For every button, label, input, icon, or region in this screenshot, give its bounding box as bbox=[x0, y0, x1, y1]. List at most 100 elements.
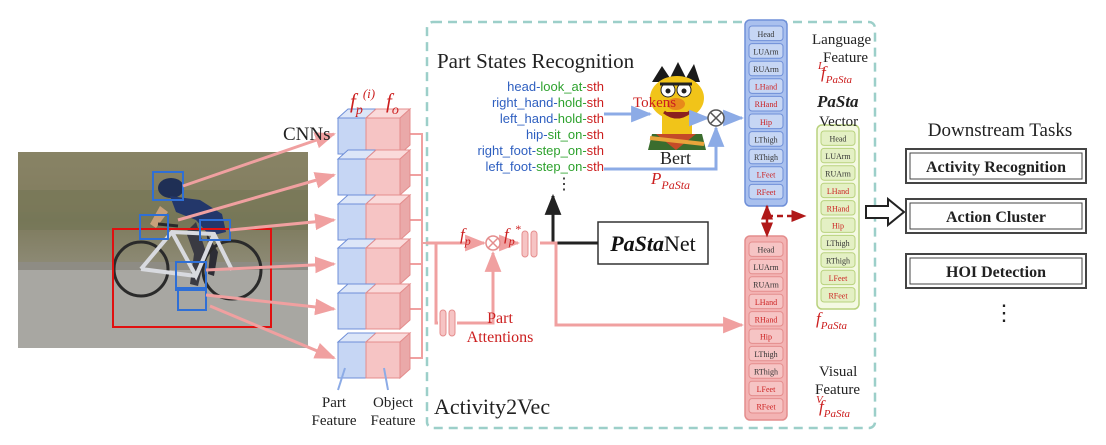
language-feature-cell-hip bbox=[748, 113, 784, 130]
photo-arrow-4 bbox=[205, 256, 337, 274]
part-attentions-label-2: Attentions bbox=[467, 329, 534, 346]
part-state-1: head-look_at-sth bbox=[507, 79, 604, 94]
pasta-vector-label-2: Vector bbox=[819, 114, 858, 130]
pasta-vector-cell-lfeet bbox=[820, 269, 856, 286]
visual-feature-label-lhand: LHand bbox=[755, 298, 777, 307]
visual-feature-label-lfeet: LFeet bbox=[757, 385, 776, 394]
stack-bus-line-3 bbox=[410, 219, 426, 244]
visual-feature-label-hip: Hip bbox=[760, 333, 772, 342]
pasta-vector-label-1: PaSta bbox=[816, 92, 859, 111]
language-feature-cell-head bbox=[748, 25, 784, 42]
visual-feature-label-luarm: LUArm bbox=[753, 263, 779, 272]
language-feature-cell-rfeet bbox=[748, 183, 784, 200]
part-state-5: right_foot-step_on-sth bbox=[478, 143, 604, 158]
ppasta-symbol: PPaSta bbox=[650, 169, 690, 192]
visual-feature-label-lthigh: LThigh bbox=[754, 350, 777, 359]
object-feature-pointer bbox=[383, 367, 389, 391]
photo-to-cnn-arrows bbox=[177, 132, 426, 360]
pasta-vector-label-lhand: LHand bbox=[827, 187, 849, 196]
combine-operator bbox=[707, 109, 725, 127]
visual-feature-cell-rthigh bbox=[748, 363, 784, 379]
visual-feature-label-ruarm: RUArm bbox=[753, 281, 780, 290]
language-feature-column: HeadLUArmRUArmLHandRHandHipLThighRThighL… bbox=[744, 19, 788, 207]
feature-labels: Part Feature Object Feature bbox=[312, 367, 416, 429]
visual-feature-cell-hip bbox=[748, 328, 784, 344]
pasta-vector-cell-lhand bbox=[820, 182, 856, 199]
pasta-vector-symbol: fPaSta bbox=[816, 309, 848, 332]
cnn-stack-1 bbox=[336, 107, 412, 156]
visual-feature-cell-ruarm bbox=[748, 276, 784, 292]
pasta-vector-label-lthigh: LThigh bbox=[826, 239, 849, 248]
stack-bus-line-5 bbox=[410, 242, 426, 310]
downstream-more: ⋮ bbox=[993, 300, 1015, 325]
cnn-stack-4 bbox=[336, 237, 412, 286]
pasta-vector-label-ruarm: RUArm bbox=[825, 170, 852, 179]
part-attentions-label-1: Part bbox=[487, 310, 513, 327]
visual-feature-cell-lhand bbox=[748, 293, 784, 310]
language-feature-label-lhand: LHand bbox=[755, 83, 777, 92]
part-states-title: Part States Recognition bbox=[437, 49, 635, 73]
part-box-thigh bbox=[175, 261, 207, 291]
language-feature-cell-rthigh bbox=[748, 148, 784, 165]
pasta-vector-cell-head bbox=[820, 130, 856, 146]
language-feature-label-rfeet: RFeet bbox=[756, 188, 776, 197]
cnn-stack-3 bbox=[336, 193, 412, 242]
pasta-vector-label-rfeet: RFeet bbox=[828, 291, 848, 300]
fp-fo-labels: fp(i) fo bbox=[350, 86, 399, 118]
stack-bus-line-4 bbox=[410, 242, 426, 265]
part-state-list: head-look_at-sthright_hand-hold-sthleft_… bbox=[478, 79, 604, 174]
photo-arrow-5 bbox=[205, 293, 337, 316]
part-feature-pointer bbox=[337, 367, 346, 391]
visual-feature-label-rfeet: RFeet bbox=[756, 402, 776, 411]
part-state-4: hip-sit_on-sth bbox=[526, 127, 604, 142]
language-feature-cell-luarm bbox=[748, 43, 784, 59]
pasta-vector-cell-luarm bbox=[820, 147, 856, 164]
stack-bus-line-6 bbox=[410, 242, 426, 359]
language-feature-label-lfeet: LFeet bbox=[757, 171, 776, 180]
bert-figure bbox=[648, 62, 706, 150]
visual-feature-label-head: Head bbox=[758, 246, 775, 255]
task-hoi-detection: HOI Detection bbox=[905, 253, 1087, 289]
part-feature-label-1: Part bbox=[322, 395, 347, 411]
visual-feature-cell-lthigh bbox=[748, 345, 784, 362]
language-feature-label-ruarm: RUArm bbox=[753, 65, 780, 74]
language-feature-cell-rhand bbox=[748, 95, 784, 112]
stack-bus-line-2 bbox=[410, 174, 426, 244]
photo-arrow-6 bbox=[209, 304, 336, 360]
svg-text:Activity Recognition: Activity Recognition bbox=[926, 159, 1066, 176]
language-feature-label-rhand: RHand bbox=[755, 100, 778, 109]
ppasta-arrow bbox=[604, 125, 725, 171]
fp-symbol: fp bbox=[460, 225, 471, 248]
pasta-vector-cell-rthigh bbox=[820, 252, 856, 268]
to-visual-feature-arrow bbox=[540, 241, 745, 334]
pasta-vector-label-rthigh: RThigh bbox=[826, 257, 850, 266]
pasta-vector-cell-rfeet bbox=[820, 287, 856, 303]
object-feature-label-1: Object bbox=[373, 395, 414, 411]
bert-label: Bert bbox=[660, 148, 691, 168]
photo-arrow-1 bbox=[182, 132, 336, 188]
visual-feature-cell-lfeet bbox=[748, 380, 784, 397]
pasta-vector-label-lfeet: LFeet bbox=[829, 274, 848, 283]
part-state-2: right_hand-hold-sth bbox=[492, 95, 604, 110]
fp-star-symbol: fp* bbox=[504, 222, 521, 248]
cnn-stack-6 bbox=[336, 331, 412, 380]
visual-feature-column: HeadLUArmRUArmLHandRHandHipLThighRThighL… bbox=[744, 235, 788, 421]
task-activity-recognition: Activity Recognition bbox=[905, 148, 1087, 184]
pasta-vector-label-head: Head bbox=[830, 135, 847, 144]
downstream-title: Downstream Tasks bbox=[928, 120, 1073, 141]
language-feature-symbol: fPaStaL bbox=[817, 60, 852, 86]
pasta-vector-label-hip: Hip bbox=[832, 222, 844, 231]
language-feature-label-lthigh: LThigh bbox=[754, 135, 777, 144]
language-feature-cell-lthigh bbox=[748, 131, 784, 147]
cnns-label: CNNs bbox=[283, 124, 331, 145]
stack-bus-line-1 bbox=[410, 133, 426, 244]
attention-layer-block-top bbox=[521, 230, 538, 258]
language-feature-label-2: Feature bbox=[823, 50, 868, 66]
fp-i-symbol: fp(i) bbox=[350, 86, 375, 118]
human-box bbox=[112, 228, 272, 328]
visual-feature-label-rhand: RHand bbox=[755, 315, 778, 324]
part-box-foot bbox=[177, 287, 207, 311]
